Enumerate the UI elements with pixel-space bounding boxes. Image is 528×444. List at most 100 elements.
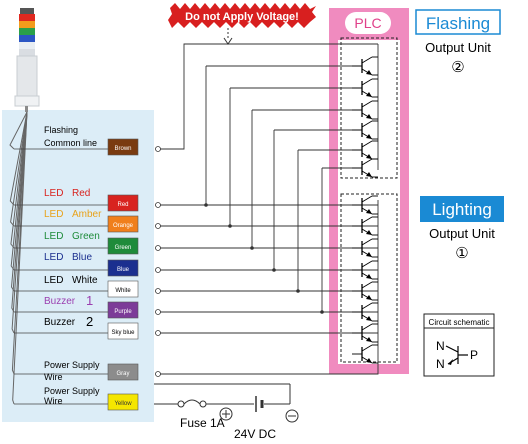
- terminal-3: [155, 267, 161, 273]
- flashing-title: Flashing: [426, 14, 490, 33]
- wire-tag-4: [107, 259, 139, 277]
- terminal-2: [155, 245, 161, 251]
- wire-tag-2: [107, 215, 139, 233]
- plc-badge: [345, 12, 391, 34]
- wire-tag-text-2: Orange: [113, 223, 134, 229]
- transistor-flashing-5: [352, 158, 378, 178]
- wire-label2-2: Amber: [72, 209, 102, 220]
- terminal-gray: [155, 371, 161, 377]
- schematic-title: Circuit schematic: [429, 318, 490, 327]
- wire-tag-9: [107, 393, 139, 411]
- wire-label-6: Buzzer: [44, 296, 76, 307]
- wire-label-1: LED: [44, 188, 63, 199]
- wire-label2-9: Wire: [44, 396, 63, 406]
- signal-tower-icon: [14, 8, 40, 112]
- transistor-lighting-0: [352, 195, 378, 215]
- terminal-4: [155, 288, 161, 294]
- transistor-lighting-6: [352, 323, 378, 343]
- terminal-1: [155, 223, 161, 229]
- terminal-common: [155, 146, 161, 152]
- transistor-lighting-2: [352, 238, 378, 258]
- wire-tag-text-6: Purple: [114, 309, 132, 315]
- wire-label2-3: Green: [72, 231, 100, 242]
- wire-tag-6: [107, 301, 139, 319]
- warning-banner: Do not Apply Voltage!: [168, 3, 316, 28]
- fuse-left-terminal: [177, 400, 185, 408]
- flashing-unit-number: ②: [451, 59, 464, 76]
- wire-label2-5: White: [72, 275, 98, 286]
- transistor-flashing-3: [352, 120, 378, 140]
- wire-tag-7: [107, 322, 139, 340]
- terminal-0: [155, 202, 161, 208]
- wire-label2-1: Red: [72, 188, 90, 199]
- wire-tag-text-1: Red: [117, 202, 128, 208]
- wire-label2-6: 1: [86, 293, 93, 308]
- fuse-right-terminal: [199, 400, 207, 408]
- wire-tag-3: [107, 237, 139, 255]
- lighting-unit-number: ①: [455, 245, 468, 262]
- flashing-output-box: [340, 37, 398, 179]
- junction-0: [204, 203, 208, 207]
- schematic-n-top: N: [436, 339, 445, 353]
- plc-inner: [338, 40, 400, 364]
- wire-label-7: Buzzer: [44, 317, 76, 328]
- wire-tag-text-7: Sky blue: [111, 330, 135, 336]
- wire-label-5: LED: [44, 275, 63, 286]
- flashing-unit-label: Output Unit: [425, 40, 491, 55]
- output-wiring: [14, 43, 379, 405]
- wire-tag-text-0: Brown: [114, 146, 131, 152]
- transistor-lighting-5: [352, 302, 378, 322]
- schematic-n-bottom: N: [436, 357, 445, 371]
- terminal-5: [155, 309, 161, 315]
- wire-tag-text-9: Yellow: [114, 401, 132, 407]
- wire-tag-text-4: Blue: [117, 267, 130, 273]
- wire-tag-text-5: White: [115, 288, 131, 294]
- transistor-lighting-3: [352, 260, 378, 280]
- fuse-label: Fuse 1A: [180, 416, 225, 430]
- wire-tag-1: [107, 194, 139, 212]
- wire-label2-0: Common line: [44, 138, 97, 148]
- junction-4: [296, 289, 300, 293]
- wire-tag-8: [107, 363, 139, 381]
- transistor-lighting-1: [352, 216, 378, 236]
- wire-label-0: Flashing: [44, 125, 78, 135]
- warning-arrow: [223, 37, 233, 45]
- wire-tag-0: [107, 138, 139, 156]
- transistor-flashing-1: [352, 78, 378, 98]
- wire-label2-4: Blue: [72, 252, 92, 263]
- lighting-title: Lighting: [432, 200, 492, 219]
- plc-label: PLC: [354, 15, 381, 31]
- transistor-array: [352, 56, 378, 364]
- junction-3: [272, 268, 276, 272]
- transistor-flashing-4: [352, 140, 378, 160]
- wire-label-2: LED: [44, 209, 63, 220]
- flashing-title-box: [415, 9, 501, 35]
- wire-label2-8: Wire: [44, 372, 63, 382]
- wire-label-3: LED: [44, 231, 63, 242]
- lighting-title-box: [420, 196, 504, 222]
- transistor-flashing-2: [352, 100, 378, 120]
- transistor-lighting-4: [352, 281, 378, 301]
- schematic-p: P: [470, 348, 478, 362]
- junction-5: [320, 310, 324, 314]
- wire-tag-text-8: Gray: [116, 371, 129, 377]
- warning-text: Do not Apply Voltage!: [185, 11, 299, 23]
- transistor-flashing-0: [352, 56, 378, 76]
- transistor-lighting-7: [352, 344, 378, 364]
- wire-label2-7: 2: [86, 314, 93, 329]
- wire-tag-5: [107, 280, 139, 298]
- terminal-6: [155, 330, 161, 336]
- junction-1: [228, 224, 232, 228]
- wire-label-8: Power Supply: [44, 360, 100, 370]
- junction-2: [250, 246, 254, 250]
- wire-label-9: Power Supply: [44, 386, 100, 396]
- circuit-schematic: Circuit schematic N N P: [423, 313, 495, 377]
- fuse-and-supply: Fuse 1A 24V DC: [154, 383, 299, 441]
- fuse-icon: [183, 399, 201, 405]
- wire-tag-text-3: Green: [115, 245, 132, 251]
- lighting-unit-label: Output Unit: [429, 226, 495, 241]
- wire-label-4: LED: [44, 252, 63, 263]
- supply-label: 24V DC: [234, 427, 276, 441]
